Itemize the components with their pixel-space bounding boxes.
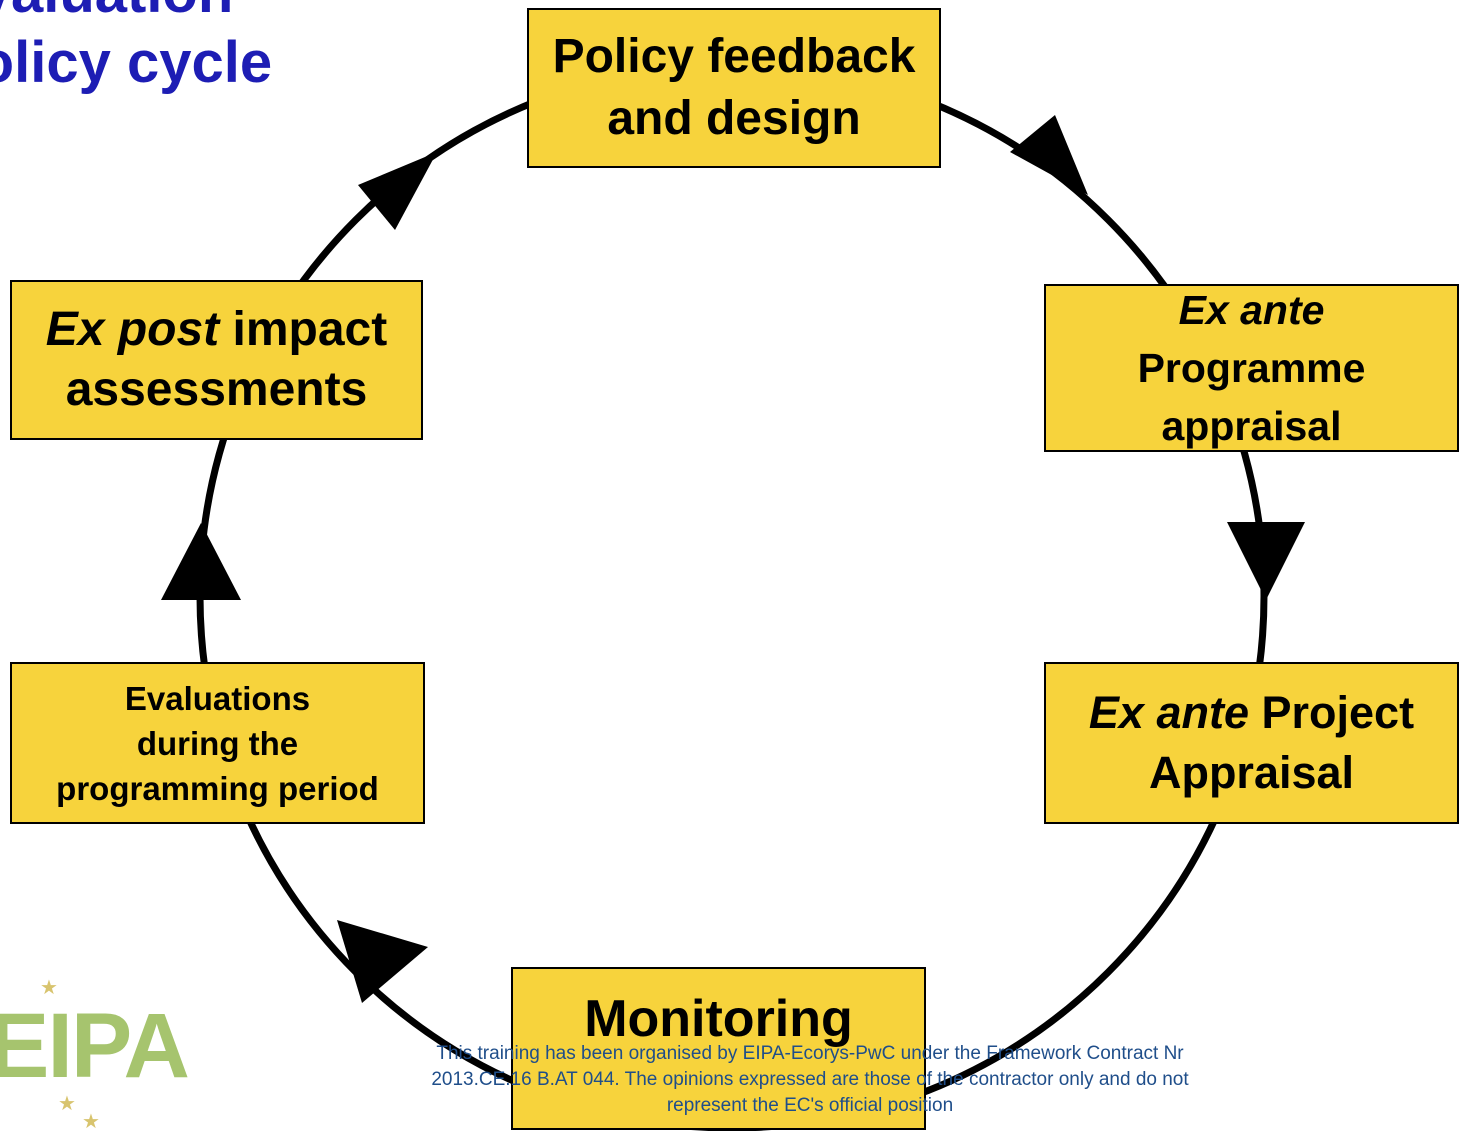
box-left1-rest: impact (219, 303, 388, 356)
title-line-2: Policy cycle (0, 30, 273, 95)
footer-line-1: This training has been organised by EIPA… (436, 1043, 1184, 1064)
box-top-line-1: Policy feedback (552, 30, 916, 83)
footer-disclaimer: This training has been organised by EIPA… (360, 1041, 1260, 1119)
box-left1-line-2: assessments (65, 363, 368, 416)
footer-line-2: 2013.CE.16 B.AT 044. The opinions expres… (431, 1069, 1189, 1090)
box-right2-italic: Ex ante (1088, 687, 1249, 738)
eipa-logo: EIPA (0, 995, 190, 1097)
box-right1-line-3: appraisal (1161, 403, 1342, 449)
arrow-top-left (358, 152, 437, 230)
logo-star-icon: ★ (58, 1093, 76, 1115)
arrow-left (161, 523, 241, 600)
monitoring-box: Monitoring (511, 967, 926, 1130)
box-bottom-label: Monitoring (584, 990, 853, 1048)
box-right1-italic: Ex ante (1178, 287, 1325, 333)
ex-post-impact-box: Ex post impact assessments (10, 280, 423, 440)
evaluations-during-box: Evaluations during the programming perio… (10, 662, 425, 824)
arrow-bottom-left (337, 920, 428, 1003)
box-left2-line-2: during the (136, 724, 299, 762)
box-left2-line-1: Evaluations (124, 679, 311, 717)
box-right2-line-2: Appraisal (1148, 747, 1355, 798)
box-right1-line-2: Programme (1137, 345, 1366, 391)
box-right2-rest: Project (1249, 687, 1415, 738)
policy-feedback-box: Policy feedback and design (527, 8, 941, 168)
logo-star-icon: ★ (82, 1111, 100, 1133)
box-top-line-2: and design (607, 92, 861, 145)
arrow-top-right (1010, 115, 1088, 195)
slide-title: Evaluation Policy cycle (0, 0, 272, 98)
ex-ante-programme-box: Ex ante Programme appraisal (1044, 284, 1459, 452)
title-line-1: Evaluation (0, 0, 233, 25)
box-left2-line-3: programming period (56, 769, 379, 807)
footer-line-3: represent the EC's official position (666, 1095, 954, 1116)
logo-star-icon: ★ (40, 977, 58, 999)
box-left1-italic: Ex post (45, 303, 220, 356)
ex-ante-project-box: Ex ante Project Appraisal (1044, 662, 1459, 824)
arrow-right (1227, 522, 1305, 600)
